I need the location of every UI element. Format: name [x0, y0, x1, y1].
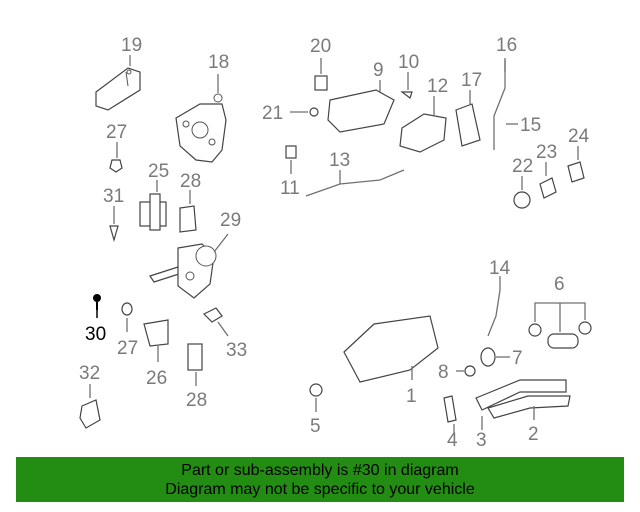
callout-33: 33: [226, 340, 247, 361]
part-14-rod: [487, 289, 501, 337]
callout-10: 10: [398, 52, 419, 73]
part-31-shape: [109, 225, 119, 243]
part-7-shape: [480, 347, 496, 367]
callout-5: 5: [310, 416, 321, 437]
callout-12: 12: [427, 76, 448, 97]
part-32-shape: [79, 399, 101, 429]
part-23-shape: [539, 177, 557, 199]
part-1-shape: [343, 315, 439, 383]
part-2-shape: [487, 395, 571, 419]
callout-27-lower: 27: [117, 338, 138, 359]
leader-33: [217, 321, 229, 337]
part-3-shape: [475, 379, 567, 411]
part-13-rod: [305, 169, 405, 197]
callout-23: 23: [536, 142, 557, 163]
banner-line-1: Part or sub-assembly is #30 in diagram: [181, 462, 459, 479]
callout-24: 24: [568, 126, 590, 147]
callout-28-upper: 28: [180, 171, 201, 192]
callout-9: 9: [373, 60, 384, 81]
part-16-rod: [493, 60, 506, 150]
part-28b-shape: [187, 343, 203, 371]
callout-29: 29: [220, 210, 241, 231]
callout-27-upper: 27: [106, 122, 127, 143]
part-28a-shape: [179, 205, 197, 233]
part-20-shape: [314, 75, 328, 91]
part-26-shape: [143, 319, 169, 347]
callout-6: 6: [554, 274, 565, 295]
callout-4: 4: [447, 430, 458, 451]
callout-25: 25: [148, 161, 169, 182]
callout-21: 21: [262, 103, 283, 124]
part-27b-shape: [121, 302, 133, 316]
part-12-shape: [399, 113, 447, 153]
callout-31: 31: [103, 186, 124, 207]
parts-diagram: 1 2 3 4 5 6 7 8 9 10 11 12 13 14 15 16 1…: [79, 35, 592, 451]
part-17-shape: [455, 103, 481, 147]
part-10-shape: [400, 91, 413, 99]
callout-18: 18: [208, 52, 229, 73]
part-11-shape: [285, 145, 297, 159]
callout-17: 17: [461, 70, 482, 91]
part-18-shape: [175, 93, 227, 163]
callout-28-lower: 28: [186, 390, 207, 411]
part-21-shape: [309, 107, 319, 117]
callout-32: 32: [79, 363, 100, 384]
callout-13: 13: [329, 150, 350, 171]
part-19-shape: [95, 67, 141, 111]
callout-20: 20: [310, 36, 331, 57]
callout-8: 8: [438, 362, 449, 383]
callout-19: 19: [121, 35, 142, 56]
info-banner: Part or sub-assembly is #30 in diagram D…: [16, 457, 624, 502]
callout-7: 7: [512, 348, 523, 369]
callout-14: 14: [489, 258, 511, 279]
part-6-shapes: [528, 321, 592, 349]
callout-22: 22: [512, 156, 533, 177]
part-29-shape: [149, 243, 217, 299]
part-33-shape: [202, 307, 223, 323]
part-27a-shape: [109, 159, 123, 173]
part-5-shape: [309, 383, 323, 397]
callout-11: 11: [280, 178, 300, 199]
part-4-shape: [443, 395, 457, 423]
part-24-shape: [567, 161, 585, 183]
leader-6: [534, 302, 586, 332]
callout-1: 1: [406, 386, 417, 407]
callout-3: 3: [476, 430, 487, 451]
part-22-shape: [513, 191, 531, 209]
part-9-shape: [327, 89, 395, 133]
part-8-shape: [464, 365, 476, 377]
part-25-shape: [139, 193, 167, 231]
callout-26: 26: [146, 368, 167, 389]
callout-2: 2: [528, 424, 539, 445]
banner-line-2: Diagram may not be specific to your vehi…: [165, 481, 475, 498]
callout-30: 30: [85, 324, 106, 345]
callout-15: 15: [520, 115, 541, 136]
leader-29: [213, 233, 229, 253]
callout-16: 16: [496, 35, 517, 56]
